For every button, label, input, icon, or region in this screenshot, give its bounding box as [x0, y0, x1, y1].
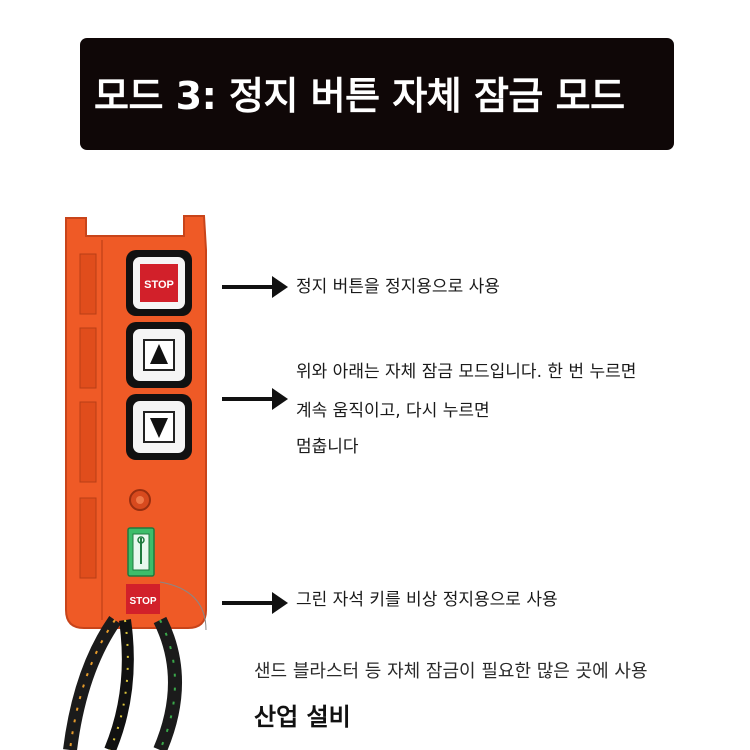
emergency-stop-label: STOP: [129, 596, 156, 607]
magnetic-key-icon[interactable]: [127, 527, 155, 577]
arrow-updown: [222, 388, 288, 410]
down-button[interactable]: [126, 394, 192, 460]
key-use-label: 그린 자석 키를 비상 정지용으로 사용: [296, 590, 558, 610]
stop-button-label: STOP: [144, 279, 174, 291]
arrow-stop: [222, 276, 288, 298]
industry-subhead: 산업 설비: [254, 703, 351, 731]
page-title: 모드 3: 정지 버튼 자체 잠금 모드: [94, 74, 625, 118]
title-banner: 모드 3: 정지 버튼 자체 잠금 모드: [80, 38, 674, 150]
updown-line3: 멈춥니다: [296, 437, 359, 457]
stop-button[interactable]: STOP: [126, 250, 192, 316]
updown-line2: 계속 움직이고, 다시 누르면: [296, 401, 490, 421]
usage-caption: 샌드 블라스터 등 자체 잠금이 필요한 많은 곳에 사용: [254, 661, 648, 682]
up-button[interactable]: [126, 322, 192, 388]
up-triangle-icon: [150, 344, 168, 364]
emergency-stop-tag[interactable]: STOP: [126, 584, 160, 614]
down-triangle-icon: [150, 418, 168, 438]
stop-use-label: 정지 버튼을 정지용으로 사용: [296, 277, 500, 297]
remote-control: STOP STOP: [65, 215, 207, 631]
arrow-key: [222, 592, 288, 614]
updown-line1: 위와 아래는 자체 잠금 모드입니다. 한 번 누르면: [296, 362, 637, 382]
cable: [63, 615, 182, 750]
